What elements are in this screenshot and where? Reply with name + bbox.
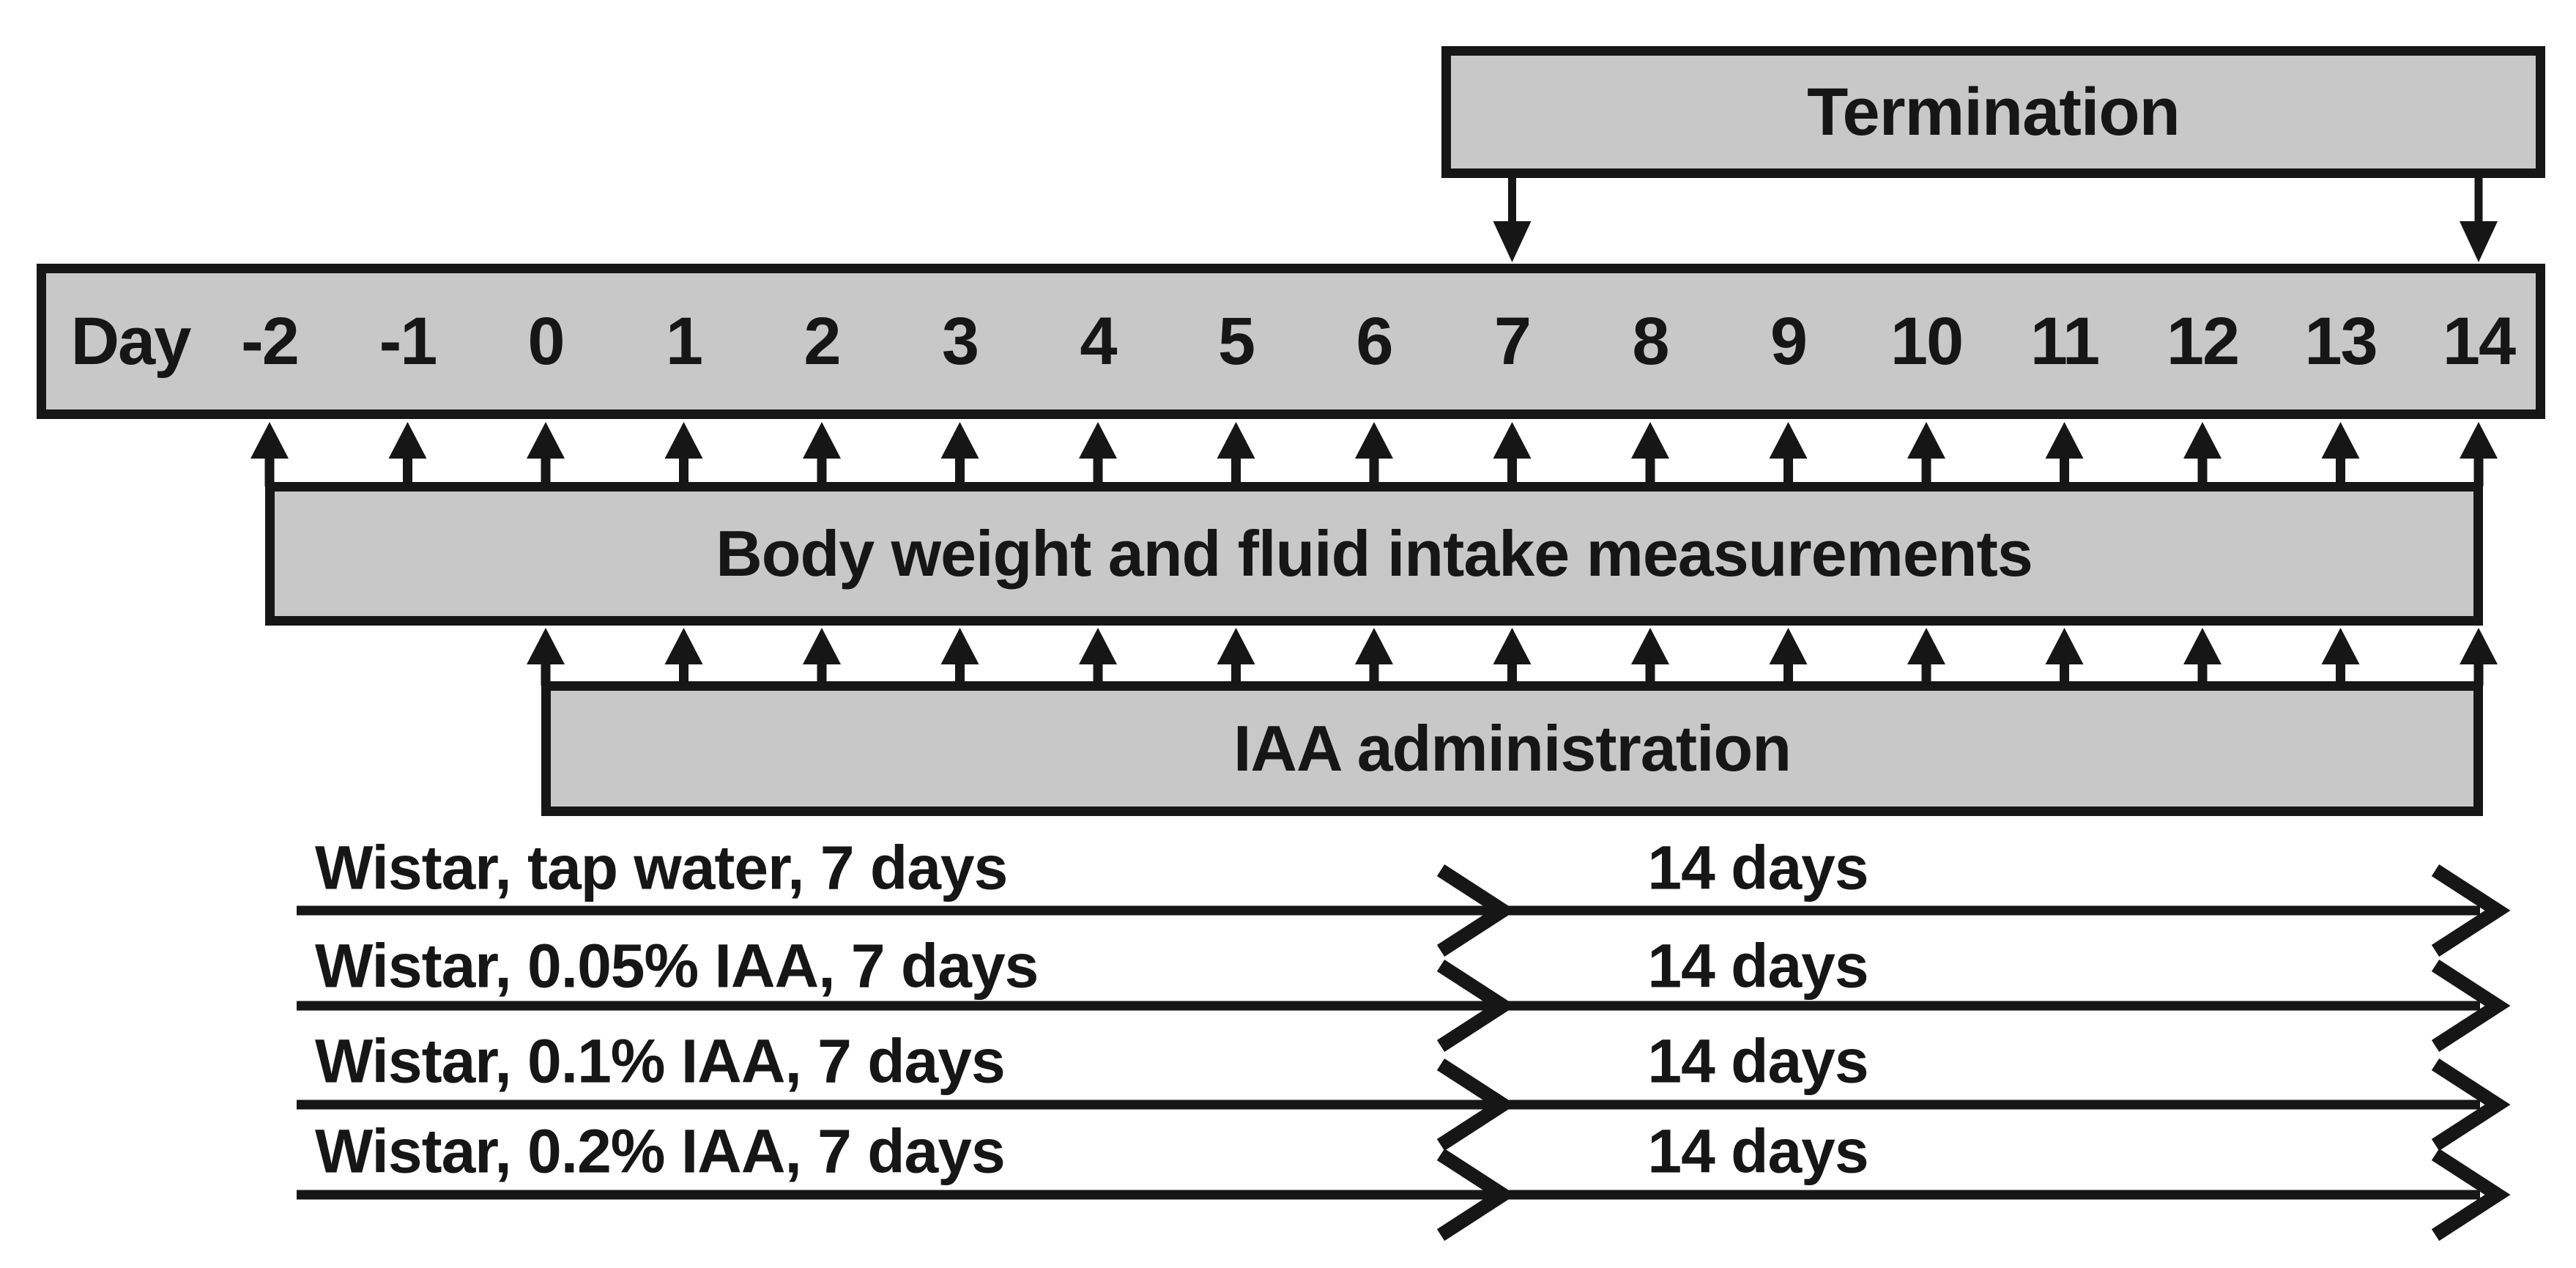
day-tick-label: 13 — [2304, 304, 2378, 379]
body-weight-label: Body weight and fluid intake measurement… — [716, 517, 2033, 590]
day-tick-label: 1 — [665, 304, 703, 379]
group-duration-label: 14 days — [1647, 1026, 1868, 1096]
iaa-up-arrow-head — [1217, 628, 1255, 664]
day-tick-label: 6 — [1356, 304, 1393, 379]
termination-down-arrow-head — [1493, 221, 1532, 262]
group-label: Wistar, 0.1% IAA, 7 days — [315, 1026, 1006, 1096]
termination-down-arrow-head — [2460, 221, 2498, 262]
measurement-up-arrow-head — [940, 422, 979, 459]
measurement-up-arrow-head — [1217, 422, 1255, 459]
day-bar-prefix: Day — [70, 304, 192, 379]
measurement-up-arrow-head — [1907, 422, 1945, 459]
measurement-up-arrow-head — [803, 422, 841, 459]
day-tick-label: 14 — [2442, 304, 2516, 379]
arrowhead-chevron — [2431, 1149, 2511, 1241]
termination-box: Termination — [1441, 46, 2545, 178]
iaa-up-arrow-head — [940, 628, 979, 664]
group-label: Wistar, 0.2% IAA, 7 days — [315, 1116, 1006, 1186]
measurement-up-arrow-head — [1355, 422, 1393, 459]
day-tick-label: 0 — [527, 304, 565, 379]
day-tick-label: 10 — [1890, 304, 1964, 379]
iaa-up-arrow-head — [527, 628, 565, 664]
measurement-up-arrow-head — [1631, 422, 1669, 459]
measurement-up-arrow-head — [2321, 422, 2360, 459]
iaa-up-arrow-head — [1493, 628, 1532, 664]
day-tick-label: 11 — [2030, 304, 2100, 379]
iaa-up-arrow-head — [664, 628, 703, 664]
group-label: Wistar, 0.05% IAA, 7 days — [315, 931, 1039, 1001]
group-duration-label: 14 days — [1647, 833, 1868, 902]
iaa-administration-box: IAA administration — [541, 681, 2483, 816]
measurement-up-arrow-head — [664, 422, 703, 459]
iaa-up-arrow-head — [2460, 628, 2498, 664]
measurement-up-arrow-head — [2460, 422, 2498, 459]
day-tick-label: 2 — [803, 304, 841, 379]
iaa-up-arrow-head — [1769, 628, 1808, 664]
day-tick-label: 12 — [2166, 304, 2240, 379]
measurement-up-arrow-head — [2183, 422, 2221, 459]
iaa-up-arrow-head — [1079, 628, 1117, 664]
measurement-up-arrow-head — [2045, 422, 2084, 459]
day-tick-label: 4 — [1080, 304, 1117, 379]
arrowhead-chevron — [1436, 1149, 1516, 1241]
day-tick-label: 3 — [941, 304, 979, 379]
measurement-up-arrow-head — [1079, 422, 1117, 459]
group-duration-label: 14 days — [1647, 1116, 1868, 1186]
iaa-up-arrow-head — [2321, 628, 2360, 664]
iaa-up-arrow-head — [2183, 628, 2221, 664]
arrowhead-chevron — [2431, 960, 2511, 1052]
arrowhead-chevron — [2431, 864, 2511, 957]
measurement-up-arrow-head — [527, 422, 565, 459]
measurement-up-arrow-head — [250, 422, 289, 459]
arrowhead-chevron — [1436, 1058, 1516, 1151]
iaa-administration-label: IAA administration — [1233, 712, 1792, 785]
iaa-up-arrow-head — [2045, 628, 2084, 664]
iaa-up-arrow-head — [1907, 628, 1945, 664]
arrowhead-chevron — [1436, 864, 1516, 957]
body-weight-box: Body weight and fluid intake measurement… — [265, 482, 2483, 626]
day-tick-label: 7 — [1493, 304, 1532, 379]
termination-label: Termination — [1807, 74, 2180, 149]
group-duration-label: 14 days — [1647, 931, 1868, 1001]
day-tick-label: -1 — [379, 304, 438, 379]
day-bar — [37, 264, 2545, 419]
day-tick-label: -2 — [241, 304, 300, 379]
day-tick-label: 8 — [1632, 304, 1669, 379]
day-tick-label: 9 — [1770, 304, 1808, 379]
arrowhead-chevron — [1436, 960, 1516, 1052]
measurement-up-arrow-head — [1493, 422, 1532, 459]
arrowhead-chevron — [2431, 1058, 2511, 1151]
iaa-up-arrow-head — [1631, 628, 1669, 664]
measurement-up-arrow-head — [388, 422, 427, 459]
measurement-up-arrow-head — [1769, 422, 1808, 459]
iaa-up-arrow-head — [1355, 628, 1393, 664]
group-label: Wistar, tap water, 7 days — [315, 833, 1008, 902]
iaa-up-arrow-head — [803, 628, 841, 664]
day-tick-label: 5 — [1217, 304, 1255, 379]
